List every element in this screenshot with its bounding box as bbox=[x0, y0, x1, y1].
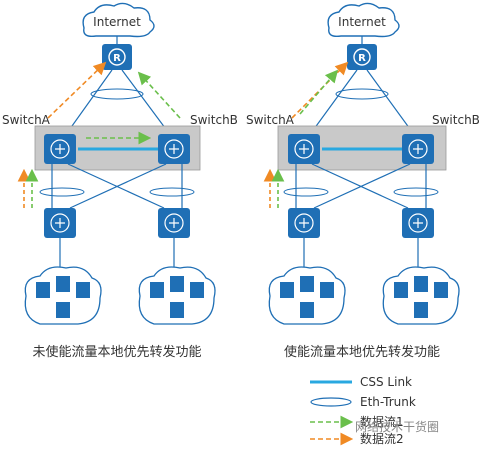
switch-b-label-right: SwitchB bbox=[432, 113, 480, 127]
router-icon-left: R bbox=[113, 53, 121, 64]
router-right: R bbox=[347, 44, 377, 70]
switch-a-left bbox=[44, 134, 76, 164]
legend-eth-trunk-swatch bbox=[310, 397, 352, 407]
switch-b-label-left: SwitchB bbox=[190, 113, 238, 127]
caption-right: 使能流量本地优先转发功能 bbox=[284, 344, 440, 360]
access-switch-left-2 bbox=[158, 208, 190, 238]
legend-flow1-label: 数据流1 bbox=[360, 414, 404, 429]
flow1-arrow-up-right bbox=[299, 69, 339, 115]
access-switch-left-1 bbox=[44, 208, 76, 238]
server-group-right-2 bbox=[382, 266, 460, 325]
flow2-arrow-up-right bbox=[291, 61, 349, 119]
router-left: R bbox=[102, 44, 132, 70]
switch-a-right bbox=[288, 134, 320, 164]
internet-cloud-right: Internet bbox=[327, 2, 400, 38]
access-switch-right-2 bbox=[402, 208, 434, 238]
internet-cloud-left: Internet bbox=[82, 2, 155, 38]
diagram-right: Internet R SwitchA SwitchB bbox=[246, 2, 480, 360]
internet-label-left: Internet bbox=[93, 15, 141, 29]
watermark: 网络技术干货圈 bbox=[355, 420, 440, 434]
server-group-left-1 bbox=[24, 266, 102, 325]
legend-css-link-label: CSS Link bbox=[360, 375, 412, 389]
server-group-left-2 bbox=[138, 266, 216, 325]
switch-b-left bbox=[158, 134, 190, 164]
diagram-left: Internet R SwitchA SwitchB bbox=[2, 2, 238, 360]
switch-a-label-left: SwitchA bbox=[2, 113, 51, 127]
internet-label-right: Internet bbox=[338, 15, 386, 29]
switch-b-right bbox=[402, 134, 434, 164]
eth-trunk-ellipse bbox=[90, 88, 144, 100]
access-switch-right-1 bbox=[288, 208, 320, 238]
switch-a-label-right: SwitchA bbox=[246, 113, 295, 127]
caption-left: 未使能流量本地优先转发功能 bbox=[32, 344, 201, 360]
router-icon-right: R bbox=[358, 53, 366, 64]
legend-eth-trunk-label: Eth-Trunk bbox=[360, 395, 416, 409]
flow1-arrow-up-left bbox=[137, 71, 181, 119]
legend-flow2-label: 数据流2 bbox=[360, 431, 404, 446]
server-group-right-1 bbox=[268, 266, 346, 325]
flow2-arrow-up-left bbox=[47, 61, 107, 119]
legend: CSS Link Eth-Trunk 数据流1 数据流2 bbox=[310, 375, 416, 446]
